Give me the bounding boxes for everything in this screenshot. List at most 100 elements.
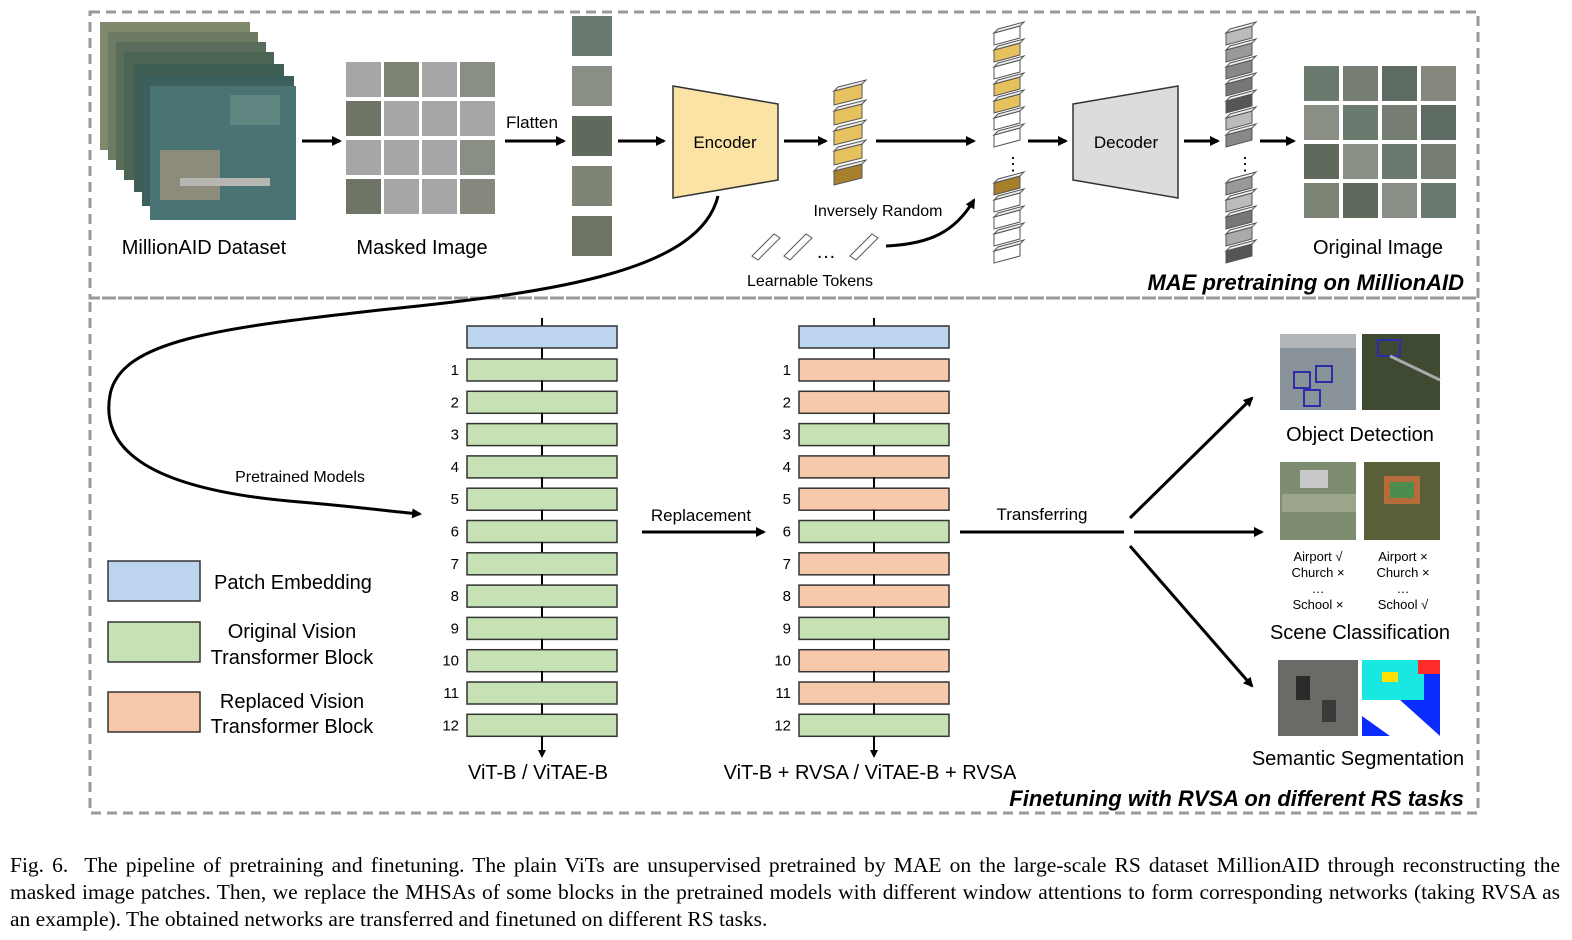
decoded-token-top [1224,239,1258,252]
masked-patch [384,101,419,136]
masked-patch [346,179,381,214]
original-patch [1343,144,1378,179]
decoded-token-top [1224,106,1258,119]
object-detection-images [1280,334,1441,410]
original-patch [1421,183,1456,218]
masked-patch [422,101,457,136]
block-number: 8 [451,588,459,605]
decoded-token-top [1224,89,1258,102]
original-patch [1421,105,1456,140]
caption-label: Fig. 6. [10,853,69,877]
block-number: 1 [451,362,459,379]
finetuning-title: Finetuning with RVSA on different RS tas… [1009,786,1464,811]
original-patch [1382,183,1417,218]
legend-replaced-swatch [107,691,201,733]
combined-token-top [992,21,1026,34]
combined-token-top [992,55,1026,68]
masked-patch [384,140,419,175]
encoded-token-top [832,119,868,132]
arrow-learnable-to-combined [885,198,976,248]
flatten-label: Flatten [506,113,558,132]
learnable-token [751,233,781,261]
decoded-token-top [1224,123,1258,136]
class-label-right: Airport × [1378,549,1428,564]
transformer-block [466,584,618,608]
masked-patch [460,62,495,97]
finetuning-section [88,296,1480,815]
transformer-block [798,616,950,641]
transferring-label: Transferring [996,505,1087,524]
flattened-patch [572,166,612,206]
patch-embedding-block [798,325,950,349]
block-number: 6 [451,524,459,541]
block-number: 2 [451,394,459,411]
block-number: 4 [783,459,791,476]
flattened-patch [572,66,612,106]
original-patch [1304,66,1339,101]
pretraining-section [88,10,1480,300]
learnable-token [849,233,879,261]
arrow-to-semantic-segmentation [1128,545,1254,688]
transformer-block [466,713,618,738]
caption-text: The pipeline of pretraining and finetuni… [10,853,1560,931]
encoded-token-top [832,99,868,112]
combined-token-top [992,72,1026,85]
block-number: 11 [443,685,459,702]
masked-image-label: Masked Image [356,237,487,259]
semantic-segmentation-images [1278,660,1440,736]
original-patch [1421,144,1456,179]
masked-patch [422,140,457,175]
block-number: 5 [451,491,459,508]
legend-patch-embedding-swatch [107,560,201,602]
masked-patch [460,179,495,214]
transformer-block [798,358,950,382]
encoded-tokens [832,79,868,186]
masked-patch [346,140,381,175]
transformer-block [466,487,618,511]
millionaid-image-stack [100,22,296,220]
original-patch [1343,183,1378,218]
decoded-token-top [1224,72,1258,85]
object-detection-label: Object Detection [1286,424,1434,446]
decoded-ellipsis: ⋮ [1236,154,1254,174]
flattened-patch [572,216,612,256]
legend-original-line2: Transformer Block [211,647,375,669]
masked-patch [460,140,495,175]
original-image-grid [1304,66,1456,218]
block-number: 7 [783,556,791,573]
encoder-label: Encoder [693,133,757,152]
transformer-block [798,519,950,544]
right-model-label: ViT-B + RVSA / ViTAE-B + RVSA [724,762,1017,784]
block-number: 3 [451,427,459,444]
combined-ellipsis: ⋮ [1004,154,1022,174]
dataset-label: MillionAID Dataset [122,237,287,259]
scene-classification-label: Scene Classification [1270,622,1450,644]
transformer-block [798,648,950,673]
transformer-block [798,422,950,447]
class-label-right: … [1397,581,1410,596]
decoded-token-top [1224,21,1258,34]
class-label-right: School √ [1378,597,1429,612]
block-number: 1 [783,362,791,379]
transformer-block [798,390,950,415]
decoded-token-top [1224,171,1258,184]
combined-token-top [992,239,1026,252]
flattened-patch [572,16,612,56]
legend-patch-embedding: Patch Embedding [214,572,372,594]
original-patch [1304,183,1339,218]
block-number: 10 [774,653,791,670]
class-label-left: Airport √ [1293,549,1343,564]
semantic-segmentation-label: Semantic Segmentation [1252,748,1464,770]
flattened-patches [572,16,612,256]
block-number: 10 [442,653,459,670]
masked-patch [384,179,419,214]
block-number: 6 [783,524,791,541]
combined-token-top [992,38,1026,51]
decoded-tokens: ⋮ [1224,21,1258,264]
replacement-label: Replacement [651,506,751,525]
transformer-block [466,358,618,382]
encoded-token-top [832,79,868,92]
transformer-block [798,681,950,705]
original-patch [1343,66,1378,101]
pipeline-diagram: Flatten Encoder Inversely Random … Learn… [88,10,1480,815]
